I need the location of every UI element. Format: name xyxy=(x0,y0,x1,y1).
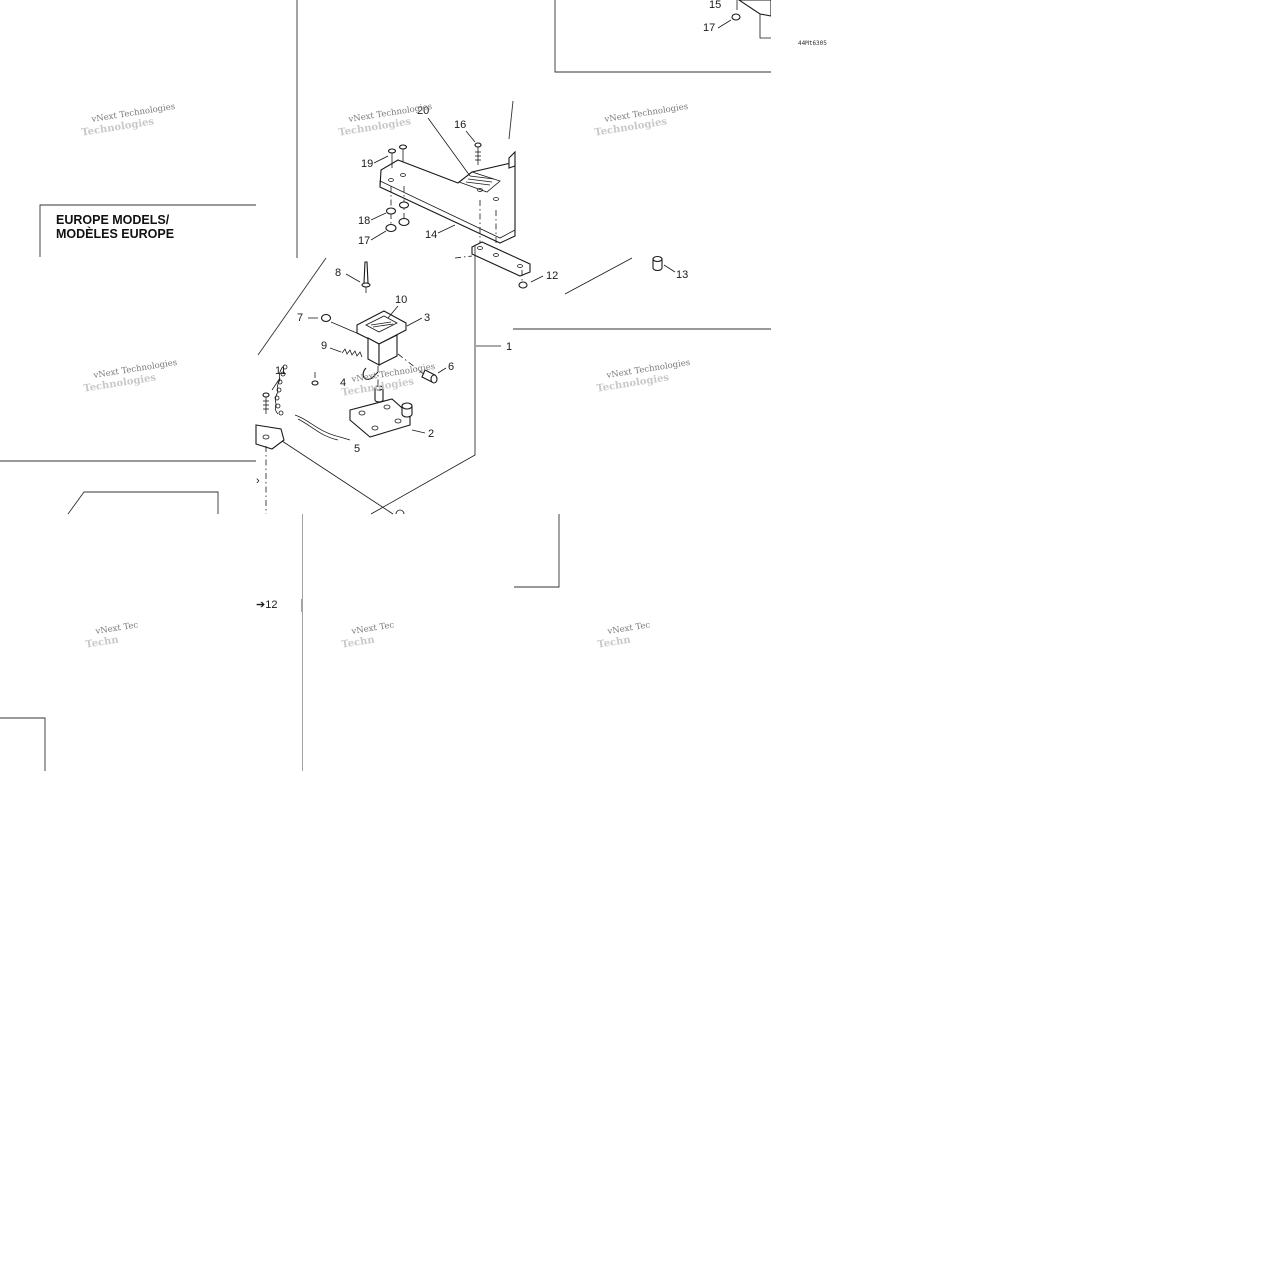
arrow-mark: › xyxy=(256,475,260,487)
callout-11: 11 xyxy=(275,365,286,377)
region-title-line2: MODÈLES EUROPE xyxy=(56,226,174,241)
hitch-assembly: 8 10 3 7 9 6 4 xyxy=(255,246,512,515)
callout-14: 14 xyxy=(425,229,437,241)
callout-16: 16 xyxy=(454,119,466,131)
part-2-jaw xyxy=(349,398,411,438)
callout-19: 19 xyxy=(361,158,373,170)
callout-4: 4 xyxy=(340,377,346,389)
callout-7: 7 xyxy=(297,312,303,324)
callout-8: 8 xyxy=(335,267,341,279)
bracket-plate xyxy=(379,159,516,244)
part-13-sleeve xyxy=(652,259,663,272)
watermark-shadow: Techn xyxy=(85,635,120,651)
callout-6: 6 xyxy=(448,361,454,373)
watermark-shadow: Techn xyxy=(597,635,632,651)
callout-17-top: 17 xyxy=(703,22,715,34)
part-3-housing xyxy=(356,310,407,345)
callout-5: 5 xyxy=(354,443,360,455)
middle-fragment: 12 13 xyxy=(454,241,688,295)
callout-9: 9 xyxy=(321,340,327,352)
page-reference: ➔12 xyxy=(256,599,277,611)
callout-3: 3 xyxy=(424,312,430,324)
callout-15: 15 xyxy=(709,0,721,11)
callout-17: 17 xyxy=(358,235,370,247)
upper-bracket-assembly: 20 16 19 18 17 14 xyxy=(358,105,516,247)
callout-10: 10 xyxy=(395,294,407,306)
callout-20: 20 xyxy=(417,105,429,117)
region-title: EUROPE MODELS/ MODÈLES EUROPE xyxy=(56,213,174,241)
figure-code: 44Mt6305 xyxy=(798,40,827,47)
callout-13: 13 xyxy=(676,269,688,281)
callout-14-partial: 1 xyxy=(506,341,512,353)
callout-2: 2 xyxy=(428,428,434,440)
callout-12: 12 xyxy=(546,270,558,282)
region-title-line1: EUROPE MODELS/ xyxy=(56,213,170,227)
watermark-shadow: Techn xyxy=(341,635,376,651)
callout-18: 18 xyxy=(358,215,370,227)
